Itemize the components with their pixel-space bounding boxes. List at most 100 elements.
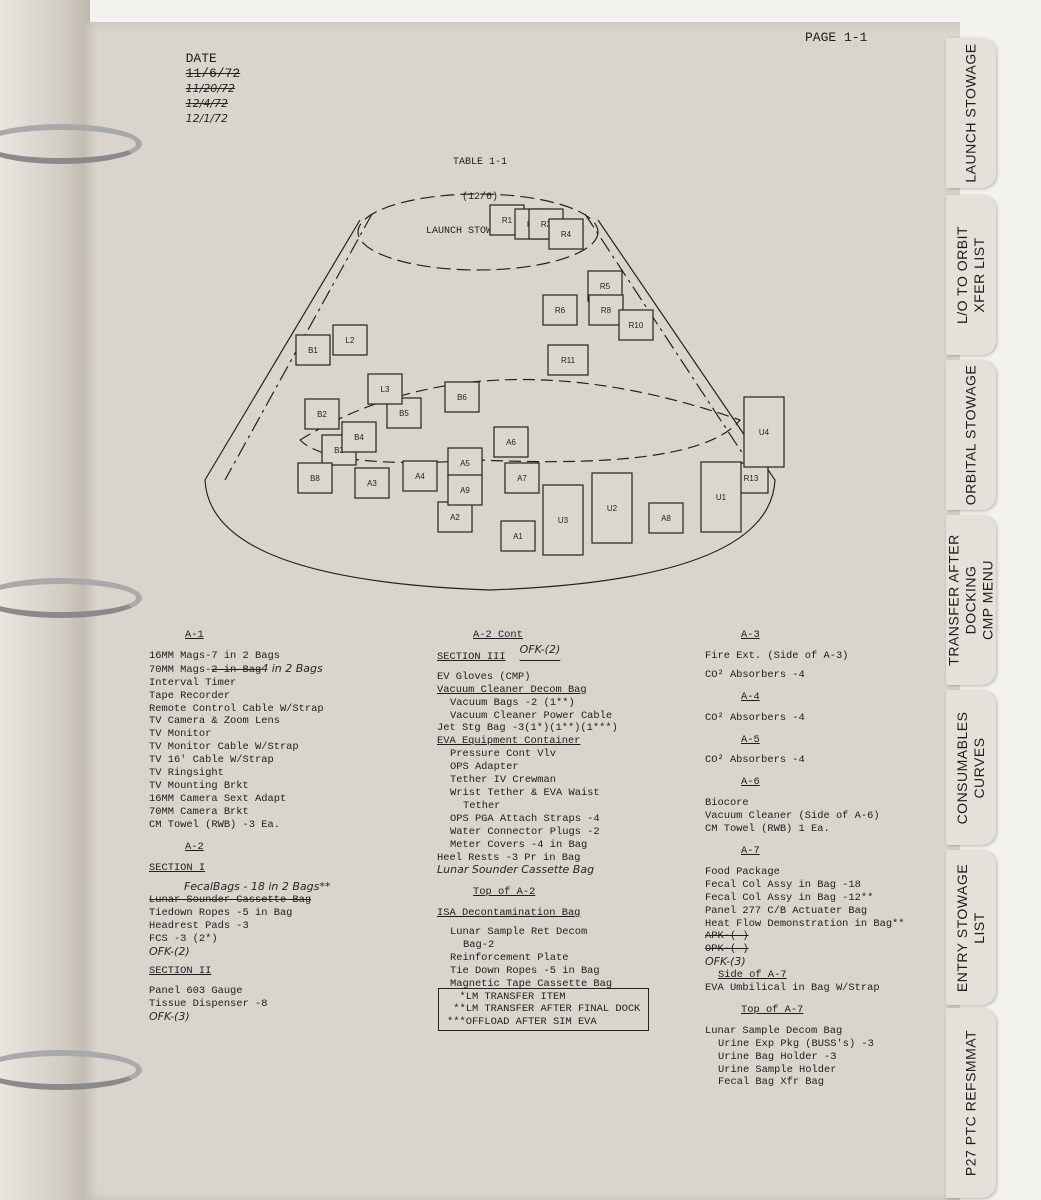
section-heading: A-2 — [185, 840, 204, 853]
list-item: Water Connector Plugs -2 — [450, 825, 600, 838]
section-heading: A-6 — [741, 776, 760, 789]
list-item: Tape Recorder — [149, 689, 231, 702]
list-item: Reinforcement Plate — [450, 951, 569, 964]
locker-label: A7 — [517, 474, 527, 483]
struck-text: 2 in Bag — [211, 663, 262, 676]
locker-label: R10 — [629, 321, 644, 330]
stowage-locker — [304, 398, 340, 430]
locker-label: U2 — [607, 504, 618, 513]
stowage-locker — [504, 462, 540, 494]
locker-label: R1 — [502, 216, 513, 225]
stowage-locker — [341, 421, 377, 453]
section-heading: A-4 — [741, 690, 760, 703]
locker-label: B8 — [310, 474, 320, 483]
tab-p27-ptc-refsmmat[interactable]: P27 PTC REFSMMAT — [946, 1008, 996, 1198]
stowage-locker — [547, 344, 589, 376]
tab-launch-stowage[interactable]: LAUNCH STOWAGE — [946, 38, 996, 188]
list-item: Tether IV Crewman — [450, 774, 557, 787]
locker-label: B3 — [334, 446, 344, 455]
item-text: 70MM Mags- — [149, 663, 212, 676]
tab-orbital-stowage[interactable]: ORBITAL STOWAGE — [946, 360, 996, 510]
list-item: CM Towel (RWB) 1 Ea. — [705, 823, 830, 836]
list-item: Jet Stg Bag -3(1*)(1**)(1***) — [437, 722, 618, 735]
stowage-locker — [402, 460, 438, 492]
list-item: TV Mounting Brkt — [149, 779, 249, 792]
tab-label: LAUNCH STOWAGE — [962, 43, 979, 183]
list-item: 70MM Mags-2 in Bag4 in 2 Bags — [149, 662, 330, 677]
stowage-locker — [493, 426, 529, 458]
list-item: Fire Ext. (Side of A-3) — [705, 649, 849, 662]
list-item: 16MM Mags-7 in 2 Bags — [149, 649, 280, 662]
stowage-locker — [295, 334, 331, 366]
list-item: CO² Absorbers -4 — [705, 668, 805, 681]
stowage-locker — [500, 520, 536, 552]
locker-label: A3 — [367, 479, 377, 488]
section-heading: A-5 — [741, 733, 760, 746]
list-item: SECTION I — [149, 861, 206, 874]
list-item: Meter Covers -4 in Bag — [450, 838, 588, 851]
section-heading: Top of A-2 — [473, 886, 536, 899]
struck-date: 11/20/72 — [185, 82, 236, 95]
legend-box: *LM TRANSFER ITEM **LM TRANSFER AFTER FI… — [438, 988, 650, 1031]
locker-label: R3 — [541, 220, 552, 229]
list-item: TV Monitor Cable W/Strap — [149, 741, 299, 754]
tunnel-outline — [357, 193, 599, 271]
list-item: TV Monitor — [149, 728, 212, 741]
capsule-outline — [204, 219, 776, 591]
locker-label: L2 — [346, 336, 355, 345]
list-item: Vacuum Cleaner (Side of A-6) — [705, 810, 880, 823]
binder-ring — [0, 124, 142, 164]
list-item: Heat Flow Demonstration in Bag** — [705, 917, 905, 930]
list-item: Biocore — [705, 797, 749, 810]
stowage-locker — [354, 467, 390, 499]
list-item: OPK-( ) — [705, 943, 749, 956]
item-text: SECTION III — [437, 650, 506, 663]
locker-label: R13 — [744, 474, 759, 483]
legend-line: *LM TRANSFER ITEM — [447, 991, 566, 1003]
locker-label: A4 — [415, 472, 425, 481]
stowage-locker — [548, 218, 584, 250]
stowage-locker — [437, 501, 473, 533]
binder-ring — [0, 1050, 142, 1090]
stowage-locker — [444, 381, 480, 413]
table-number: TABLE 1-1 — [452, 157, 507, 168]
list-item: SECTION IIIOFK-(2) — [437, 643, 618, 664]
list-item: Headrest Pads -3 — [149, 920, 249, 933]
legend-line: **LM TRANSFER AFTER FINAL DOCK — [447, 1003, 641, 1016]
list-item: Tether — [463, 799, 501, 812]
list-item: Fecal Col Assy in Bag -12** — [705, 891, 874, 904]
section-heading: A-1 — [185, 629, 204, 641]
section-heading: A-3 — [741, 629, 760, 641]
stowage-locker — [618, 309, 654, 341]
list-item: Vacuum Cleaner Decom Bag — [437, 683, 587, 696]
stowage-locker — [447, 447, 483, 479]
list-item: Remote Control Cable W/Strap — [149, 702, 324, 715]
locker-label: R8 — [601, 306, 612, 315]
list-item: Urine Sample Holder — [718, 1063, 837, 1076]
list-item: Food Package — [705, 865, 780, 878]
list-item: FecalBags - 18 in 2 Bags** — [149, 880, 331, 894]
binder-ring — [0, 578, 142, 618]
list-item: Lunar Sample Decom Bag — [705, 1024, 843, 1037]
date-line: DATE 11/6/72 11/20/72 12/4/72 12/1/72 — [170, 36, 241, 126]
list-item: CO² Absorbers -4 — [705, 711, 805, 724]
list-item: Lunar Sounder Cassette Bag — [437, 863, 595, 877]
list-item: Magnetic Tape Cassette Bag — [450, 977, 613, 990]
locker-label: A9 — [460, 486, 470, 495]
tab-label: P27 PTC REFSMMAT — [962, 1029, 979, 1177]
stowage-locker — [542, 294, 578, 326]
list-item: Urine Exp Pkg (BUSS's) -3 — [718, 1037, 874, 1050]
locker-label: A1 — [513, 532, 523, 541]
list-item: Fecal Col Assy in Bag -18 — [705, 878, 861, 891]
locker-label: U4 — [759, 428, 770, 437]
stowage-locker — [297, 462, 333, 494]
list-item: Panel 277 C/B Actuater Bag — [705, 904, 868, 917]
section-heading: Top of A-7 — [741, 1003, 804, 1016]
